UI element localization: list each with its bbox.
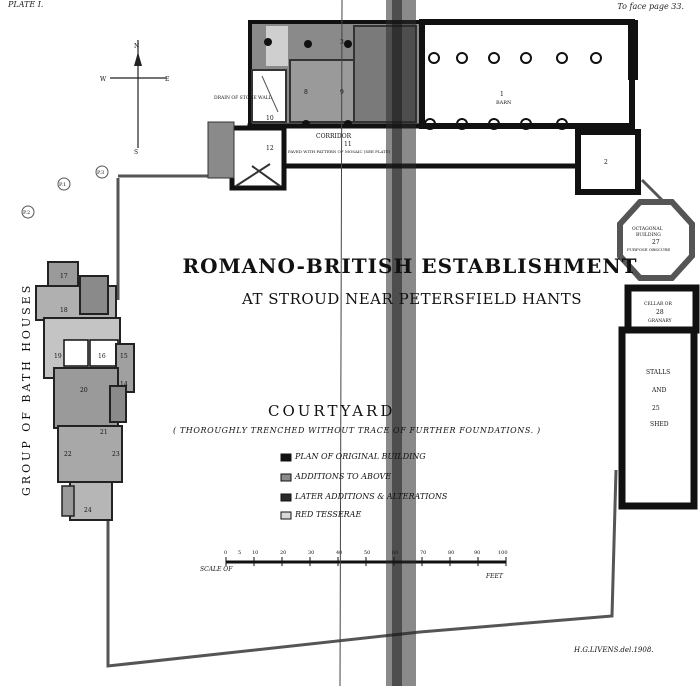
marker-p1: P.1 xyxy=(59,182,66,188)
paper-fold-stain xyxy=(339,0,416,686)
compass-rose: N S W E xyxy=(100,40,169,156)
barn: 1 BARN xyxy=(419,19,638,130)
scale-tick-30: 30 xyxy=(308,550,314,556)
room-11-number: 11 xyxy=(344,141,352,148)
room-22-number: 22 xyxy=(64,451,72,458)
room-24-number: 24 xyxy=(84,507,92,514)
scale-tick-50: 50 xyxy=(364,550,370,556)
room-28-number: 28 xyxy=(656,309,664,316)
room-1-number: 1 xyxy=(500,91,504,98)
room-27-line1: OCTAGONAL xyxy=(632,226,663,232)
courtyard-note: ( THOROUGHLY TRENCHED WITHOUT TRACE OF F… xyxy=(173,426,541,435)
room-18-number: 18 xyxy=(60,307,68,314)
scale-bar: 0 5 10 20 30 40 50 60 70 80 90 100 xyxy=(224,550,508,566)
room-27-line3: PURPOSE OBSCURE xyxy=(627,247,670,252)
room-8-number: 8 xyxy=(304,89,308,96)
room-15-number: 15 xyxy=(120,353,128,360)
courtyard-wall xyxy=(106,178,618,668)
legend-later-label: LATER ADDITIONS & ALTERATIONS xyxy=(295,492,448,501)
scale-tick-0: 0 xyxy=(224,550,227,556)
legend-original-label: PLAN OF ORIGINAL BUILDING xyxy=(295,452,426,461)
marker-p3: P.3 xyxy=(97,170,104,176)
room-23-number: 23 xyxy=(112,451,120,458)
legend-original: PLAN OF ORIGINAL BUILDING xyxy=(282,452,426,461)
room-2-number: 2 xyxy=(604,159,608,166)
room-25-number: 25 xyxy=(652,405,660,412)
scale-tick-90: 90 xyxy=(474,550,480,556)
room-14-number: 14 xyxy=(120,381,128,388)
room-28-line1: CELLAR OR xyxy=(644,301,672,307)
draughtsman-signature: H.G.LIVENS.del.1908. xyxy=(574,646,654,654)
legend-tesserae-label: RED TESSERAE xyxy=(295,510,362,519)
legend-additions: ADDITIONS TO ABOVE xyxy=(282,472,391,481)
scale-tick-20: 20 xyxy=(280,550,286,556)
scale-tick-100: 100 xyxy=(498,550,508,556)
room-27-number: 27 xyxy=(652,239,660,246)
room-12: 12 xyxy=(207,121,287,191)
legend-swatches xyxy=(280,453,292,520)
corridor-label: CORRIDOR xyxy=(316,133,352,140)
compass-north: N xyxy=(134,43,139,50)
room-16-number: 16 xyxy=(98,353,106,360)
room-25-line2: AND xyxy=(651,387,667,394)
scale-tick-10: 10 xyxy=(252,550,258,556)
bath-houses-label: GROUP OF BATH HOUSES xyxy=(20,282,33,496)
room-17-number: 17 xyxy=(60,273,68,280)
bath-house-group: 17 18 19 16 15 14 20 21 22 23 24 xyxy=(35,261,135,521)
corridor: CORRIDOR 11 PAVED WITH PATTERN OF MOSAIC… xyxy=(247,123,625,169)
marker-p2: P.2 xyxy=(23,210,30,216)
room-21-number: 21 xyxy=(100,429,108,436)
plan-subtitle: AT STROUD NEAR PETERSFIELD HANTS xyxy=(242,290,582,308)
plate-number: PLATE I. xyxy=(8,0,44,9)
room-2: 2 xyxy=(575,129,641,195)
legend-tesserae: RED TESSERAE xyxy=(282,510,361,519)
facing-page-note: To face page 33. xyxy=(617,2,684,11)
corridor-note: PAVED WITH PATTERN OF MOSAIC (SEE PLATE) xyxy=(288,149,391,154)
legend-additions-label: ADDITIONS TO ABOVE xyxy=(295,472,392,481)
room-28-line2: GRANARY xyxy=(648,318,673,324)
room-19-number: 19 xyxy=(54,353,62,360)
scale-tick-80: 80 xyxy=(448,550,454,556)
courtyard-label: COURTYARD xyxy=(268,402,396,420)
legend-later: LATER ADDITIONS & ALTERATIONS xyxy=(282,492,447,501)
compass-south: S xyxy=(134,149,138,156)
room-12-number: 12 xyxy=(266,145,274,152)
compass-east: E xyxy=(165,76,169,83)
scale-tick-40: 40 xyxy=(336,550,342,556)
room-25-line3: SHED xyxy=(650,421,669,428)
room-25-line1: STALLS xyxy=(646,369,670,376)
stone-wall-note: DRAIN OF STONE WALL xyxy=(214,95,272,101)
east-range: CELLAR OR 28 GRANARY STALLS AND 25 SHED xyxy=(618,284,700,510)
room-20-number: 20 xyxy=(80,387,88,394)
compass-west: W xyxy=(100,76,107,83)
room-27-line2: BUILDING xyxy=(636,232,661,238)
octagonal-building: OCTAGONAL BUILDING 27 PURPOSE OBSCURE xyxy=(617,199,695,281)
scale-prefix: SCALE OF xyxy=(200,566,233,573)
room-10-number: 10 xyxy=(266,115,274,122)
scale-tick-5: 5 xyxy=(238,550,241,556)
scale-tick-70: 70 xyxy=(420,550,426,556)
scale-unit: FEET xyxy=(486,573,503,580)
plan-title: ROMANO-BRITISH ESTABLISHMENT xyxy=(182,254,638,278)
barn-label: BARN xyxy=(496,100,512,106)
site-markers: P.1 P.2 P.3 xyxy=(21,165,109,219)
